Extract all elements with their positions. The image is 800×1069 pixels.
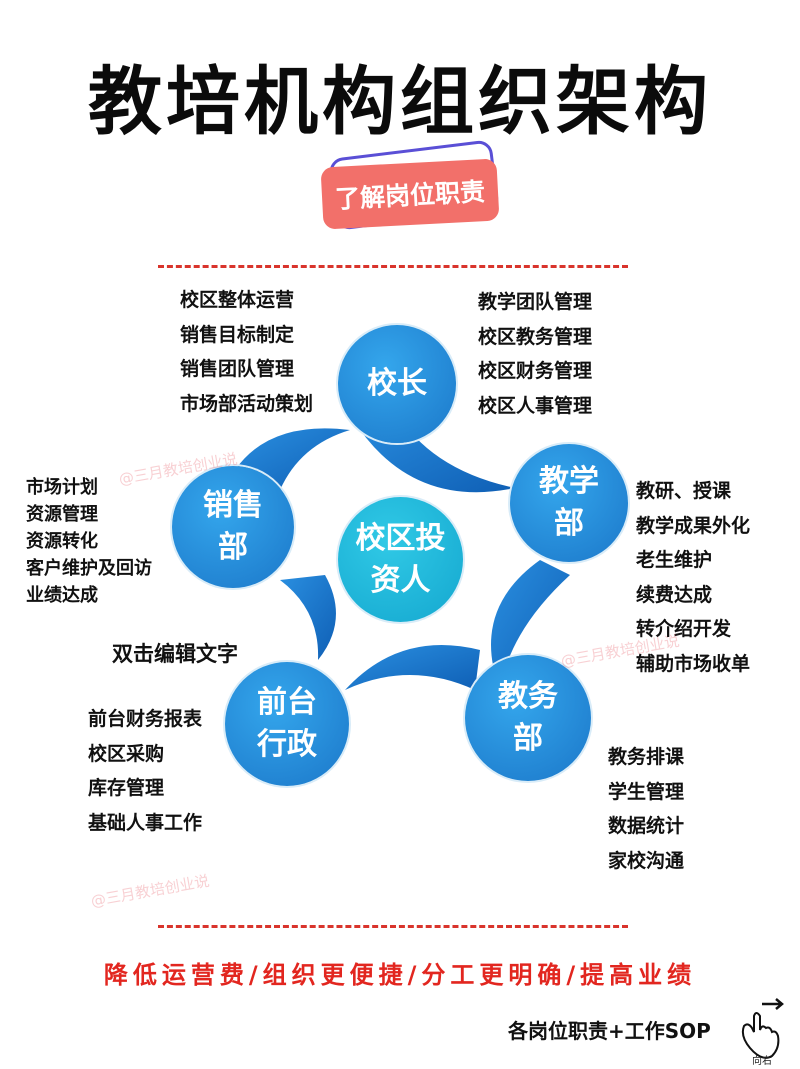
list-admin: 前台财务报表 校区采购 库存管理 基础人事工作 <box>88 702 202 840</box>
list-item: 资源管理 <box>26 504 98 525</box>
node-admin-label: 前台 行政 <box>257 685 317 762</box>
list-item: 续费达成 <box>636 583 713 606</box>
node-center-label: 校区投 资人 <box>355 520 446 598</box>
top-divider <box>158 265 628 268</box>
page-title: 教培机构组织架构 <box>88 59 712 145</box>
list-item: 业绩达成 <box>26 585 98 606</box>
list-item: 前台财务报表 <box>88 708 203 730</box>
list-item: 教学成果外化 <box>636 514 751 537</box>
list-sales: 市场计划 资源管理 资源转化 客户维护及回访 业绩达成 <box>26 474 152 609</box>
list-item: 资源转化 <box>26 531 98 552</box>
list-item: 库存管理 <box>88 777 165 799</box>
arc-affairs-admin <box>345 645 480 690</box>
list-item: 基础人事工作 <box>88 811 203 834</box>
hand-label: 向右 <box>752 1056 772 1067</box>
hand-swipe-icon[interactable] <box>732 996 788 1066</box>
node-teaching-label: 教学 部 <box>539 464 599 541</box>
arc-admin-sales <box>280 575 336 660</box>
node-affairs-label: 教务 部 <box>498 679 558 756</box>
bottom-slogan: 降低运营费/组织更便捷/分工更明确/提高业绩 <box>103 961 697 989</box>
list-item: 数据统计 <box>608 815 685 837</box>
list-item: 校区采购 <box>88 742 165 765</box>
node-sales: 销售 部 <box>172 466 294 588</box>
list-item: 市场计划 <box>26 477 98 498</box>
list-item: 客户维护及回访 <box>26 558 152 579</box>
edit-text-hint[interactable]: 双击编辑文字 <box>112 642 238 666</box>
list-item: 校区人事管理 <box>478 394 593 417</box>
list-item: 销售团队管理 <box>180 358 295 380</box>
list-item: 学生管理 <box>608 780 685 803</box>
list-item: 教学团队管理 <box>478 291 593 313</box>
list-item: 转介绍开发 <box>636 618 732 640</box>
list-item: 教务排课 <box>608 746 685 768</box>
list-item: 辅助市场收单 <box>636 652 751 675</box>
node-affairs: 教务 部 <box>465 655 591 781</box>
list-teaching: 教研、授课 教学成果外化 老生维护 续费达成 转介绍开发 辅助市场收单 <box>636 474 750 681</box>
arc-teaching-affairs <box>491 560 570 690</box>
list-item: 教研、授课 <box>636 480 732 502</box>
list-item: 校区财务管理 <box>478 360 593 382</box>
list-item: 家校沟通 <box>608 849 685 872</box>
node-teaching: 教学 部 <box>510 444 628 562</box>
node-principal-label: 校长 <box>367 366 427 401</box>
list-item: 校区整体运营 <box>180 289 295 311</box>
node-sales-label: 销售 部 <box>203 488 263 565</box>
node-principal: 校长 <box>338 325 456 443</box>
bottom-note: 各岗位职责+工作SOP <box>508 1019 711 1043</box>
list-item: 销售目标制定 <box>180 323 295 346</box>
list-item: 校区教务管理 <box>478 325 593 348</box>
bottom-divider <box>158 925 628 928</box>
list-principal-right: 教学团队管理 校区教务管理 校区财务管理 校区人事管理 <box>478 285 592 423</box>
node-center-investor: 校区投 资人 <box>338 497 463 622</box>
list-item: 老生维护 <box>636 549 713 571</box>
list-affairs: 教务排课 学生管理 数据统计 家校沟通 <box>608 740 684 878</box>
node-admin: 前台 行政 <box>225 662 349 786</box>
list-item: 市场部活动策划 <box>180 392 314 415</box>
list-principal-left: 校区整体运营 销售目标制定 销售团队管理 市场部活动策划 <box>180 283 313 421</box>
